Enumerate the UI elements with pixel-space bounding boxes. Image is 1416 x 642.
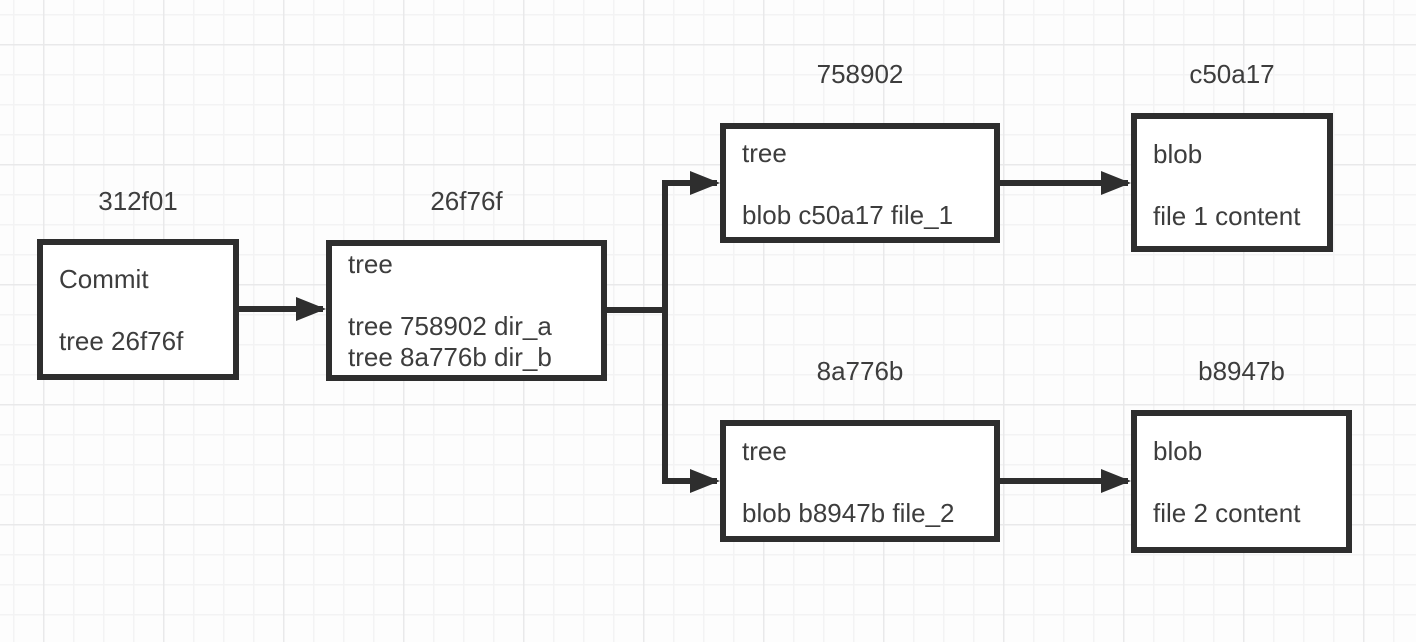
node-entry: blob c50a17 file_1 — [742, 200, 954, 230]
node-tree-root[interactable]: 26f76f tree tree 758902 dir_a tree 8a776… — [326, 186, 607, 381]
node-entry: tree 8a776b dir_b — [348, 342, 552, 372]
node-tree-dir-b[interactable]: 8a776b tree blob b8947b file_2 — [720, 356, 1000, 542]
node-box: blob file 1 content — [1131, 113, 1333, 252]
node-hash-label: 758902 — [816, 59, 904, 89]
node-box: tree tree 758902 dir_a tree 8a776b dir_b — [326, 240, 607, 381]
node-hash-label: 8a776b — [816, 356, 904, 386]
node-type: blob — [1153, 436, 1203, 466]
node-blob-file-2[interactable]: b8947b blob file 2 content — [1131, 356, 1352, 553]
node-entry: file 2 content — [1153, 498, 1301, 528]
node-entry: tree 758902 dir_a — [348, 311, 552, 341]
node-tree-dir-a[interactable]: 758902 tree blob c50a17 file_1 — [720, 59, 1000, 243]
node-entry: blob b8947b file_2 — [742, 498, 955, 528]
edge-tree-root-to-tree-dir-b[interactable] — [662, 310, 720, 493]
node-hash-label: b8947b — [1198, 356, 1285, 386]
node-hash-label: 26f76f — [430, 186, 503, 216]
node-blob-file-1[interactable]: c50a17 blob file 1 content — [1131, 59, 1333, 252]
node-type: tree — [348, 249, 393, 279]
node-box: Commit tree 26f76f — [37, 239, 239, 380]
node-hash-label: c50a17 — [1189, 59, 1275, 89]
node-box: tree blob b8947b file_2 — [720, 420, 1000, 542]
node-entry: file 1 content — [1153, 201, 1301, 231]
node-type: Commit — [59, 264, 149, 294]
node-type: blob — [1153, 139, 1203, 169]
node-commit[interactable]: 312f01 Commit tree 26f76f — [37, 186, 239, 380]
node-hash-label: 312f01 — [98, 186, 178, 216]
node-box: tree blob c50a17 file_1 — [720, 123, 1000, 243]
edge-tree-root-to-tree-dir-a[interactable] — [607, 171, 720, 313]
node-type: tree — [742, 138, 787, 168]
node-box: blob file 2 content — [1131, 410, 1352, 553]
node-entry: tree 26f76f — [59, 326, 184, 356]
node-type: tree — [742, 436, 787, 466]
